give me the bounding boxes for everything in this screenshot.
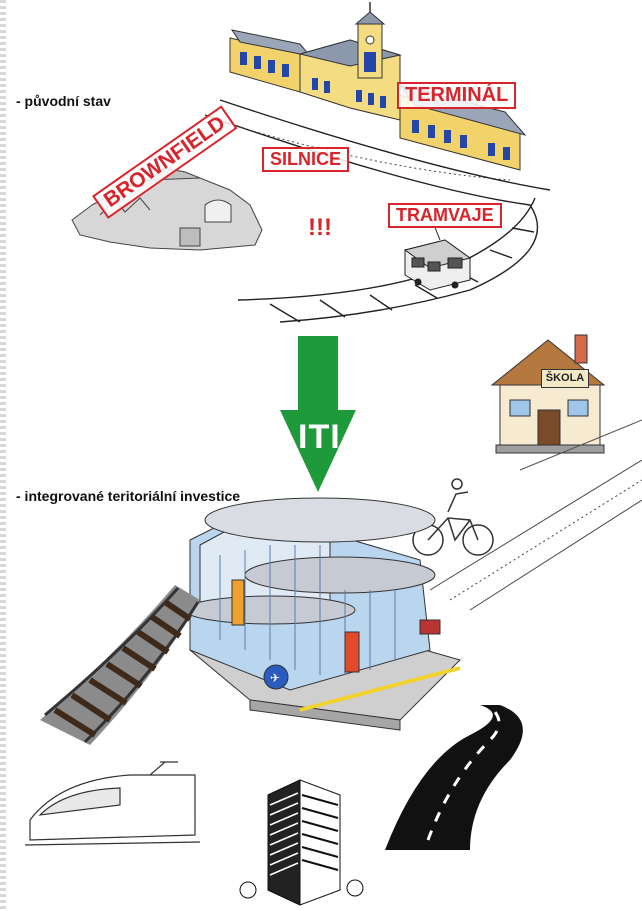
old-station-building-icon	[229, 2, 527, 171]
school-sign: ŠKOLA	[541, 369, 589, 388]
original-state-caption: - původní stav	[16, 93, 111, 109]
tramvaje-stamp: TRAMVAJE	[388, 203, 502, 228]
bike-path	[429, 459, 642, 611]
tram-track-icon	[204, 99, 551, 323]
tram-icon	[403, 217, 472, 291]
road-icon	[385, 705, 523, 850]
left-margin-dashes	[0, 0, 6, 911]
cyclist-icon	[412, 478, 494, 556]
high-speed-train-icon	[24, 761, 201, 846]
iti-arrow	[280, 336, 356, 492]
iti-caption: - integrované teritoriální investice	[16, 488, 241, 504]
exclamation-mark: !!!	[308, 214, 332, 241]
school-house-icon	[490, 334, 642, 471]
office-tower-icon	[239, 779, 364, 906]
road-marking	[214, 119, 511, 181]
railway-track-icon	[40, 585, 200, 745]
iti-arrow-label: ITI	[298, 418, 341, 456]
terminal-stamp: TERMINÁL	[397, 82, 517, 109]
modern-terminal-icon: ✈	[184, 497, 461, 731]
silnice-stamp: SILNICE	[262, 147, 350, 172]
svg-text:✈: ✈	[270, 671, 280, 685]
